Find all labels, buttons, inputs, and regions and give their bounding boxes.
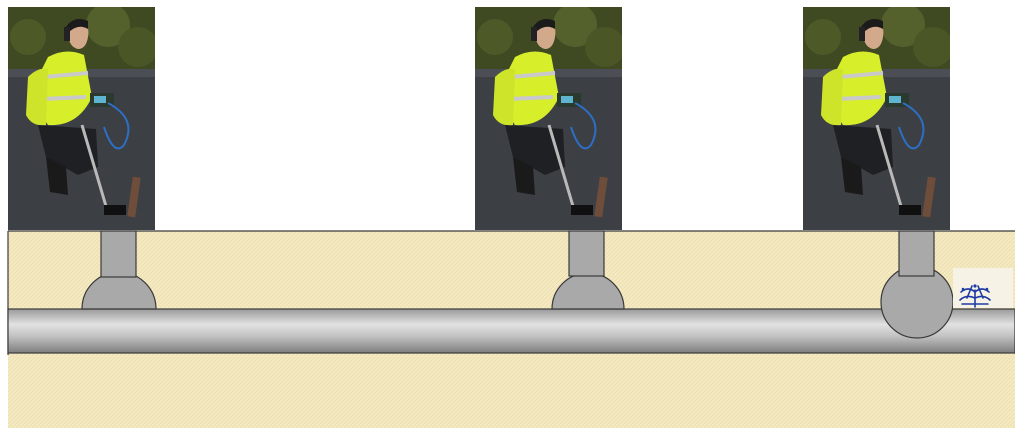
access-riser <box>569 231 604 276</box>
photo-worker-1 <box>8 7 155 230</box>
worker-photo <box>475 7 622 230</box>
photo-worker-2 <box>475 7 622 230</box>
worker-photo <box>8 7 155 230</box>
access-riser <box>101 231 136 277</box>
water-spray-icon <box>953 268 1013 308</box>
access-riser <box>899 231 934 276</box>
leak-fitting <box>881 266 953 338</box>
worker-photo <box>803 7 950 230</box>
water-main-pipe <box>8 309 1015 353</box>
photo-worker-3 <box>803 7 950 230</box>
